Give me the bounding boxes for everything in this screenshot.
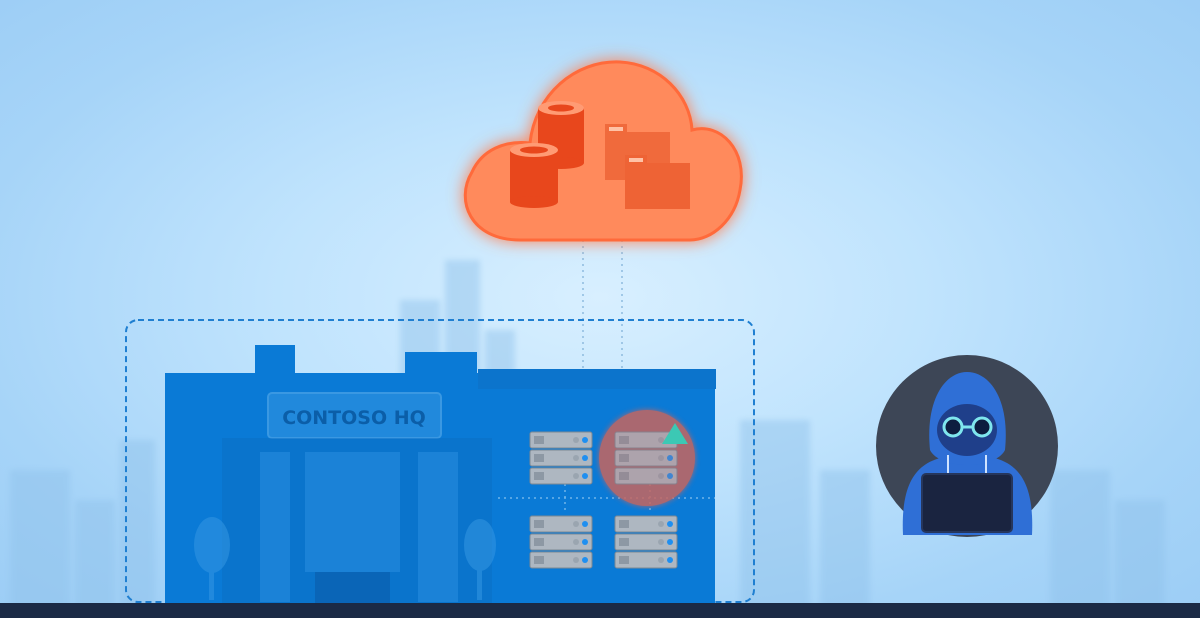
trees [194,517,496,600]
cloud-storage-icon [463,60,743,242]
alert-triangle-icon [662,423,688,444]
folder-icon [625,155,690,209]
database-icon [510,143,558,208]
laptop-icon [921,473,1013,533]
server-rack-icon [614,515,678,569]
hacker-icon [876,355,1058,537]
server-rack-icon [529,431,593,485]
ground [0,603,1200,618]
facade-windows [260,452,458,602]
cloud-link-lines [582,240,623,372]
server-rack-icon [529,515,593,569]
building-sign-label: CONTOSO HQ [282,407,426,429]
